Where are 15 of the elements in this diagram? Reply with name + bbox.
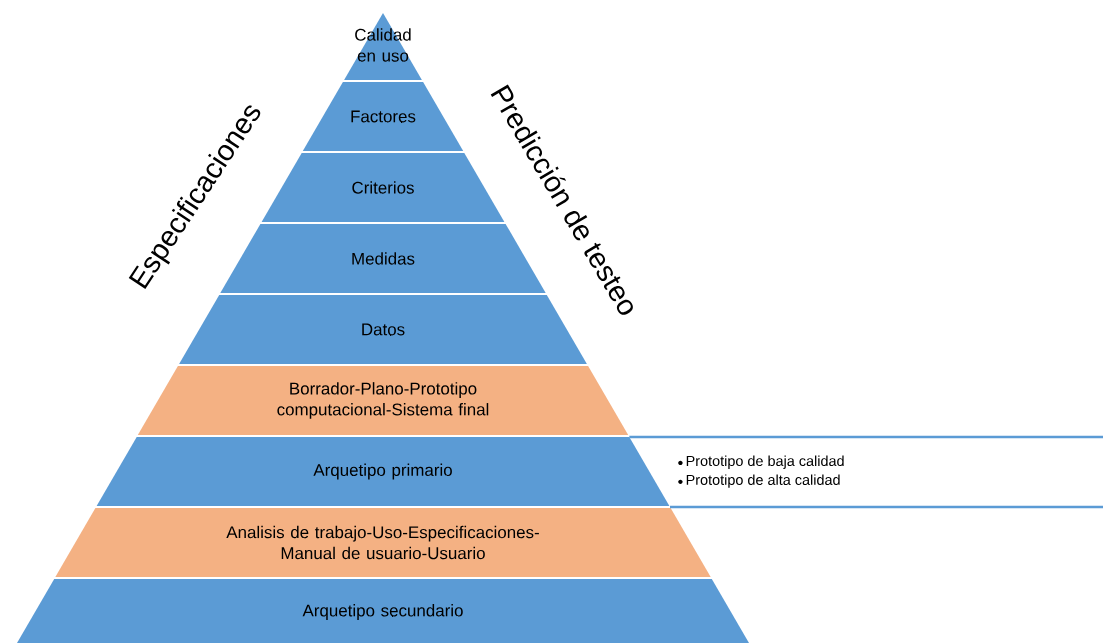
bullet-list-box: Prototipo de baja calidad Prototipo de alta calidad: [629, 435, 1103, 509]
node-label: Prototipo de alta calidad: [686, 474, 840, 488]
pyramid-layer: Arquetipo primario: [96, 437, 670, 506]
pyramid-layer: Criterios: [261, 153, 505, 222]
node-label: Datos: [362, 323, 405, 336]
node-label: Factores: [351, 110, 416, 123]
pyramid-layer: Analisis de trabajo-Uso-Especificaciones- Manual de usuario-Usuario: [55, 508, 711, 577]
pyramid-layer: Factores: [302, 82, 464, 151]
pyramid-layer: Borrador-Plano-Prototipo computacional-Sistema final: [137, 366, 629, 435]
node-label: Medidas: [352, 252, 415, 265]
pyramid-layer: Arquetipo secundario: [17, 579, 749, 643]
pyramid-layer: Datos: [179, 295, 587, 364]
node-label: Prototipo de baja calidad: [686, 455, 844, 469]
pyramid-layer: Medidas: [220, 224, 546, 293]
node-label: Criterios: [352, 181, 414, 194]
